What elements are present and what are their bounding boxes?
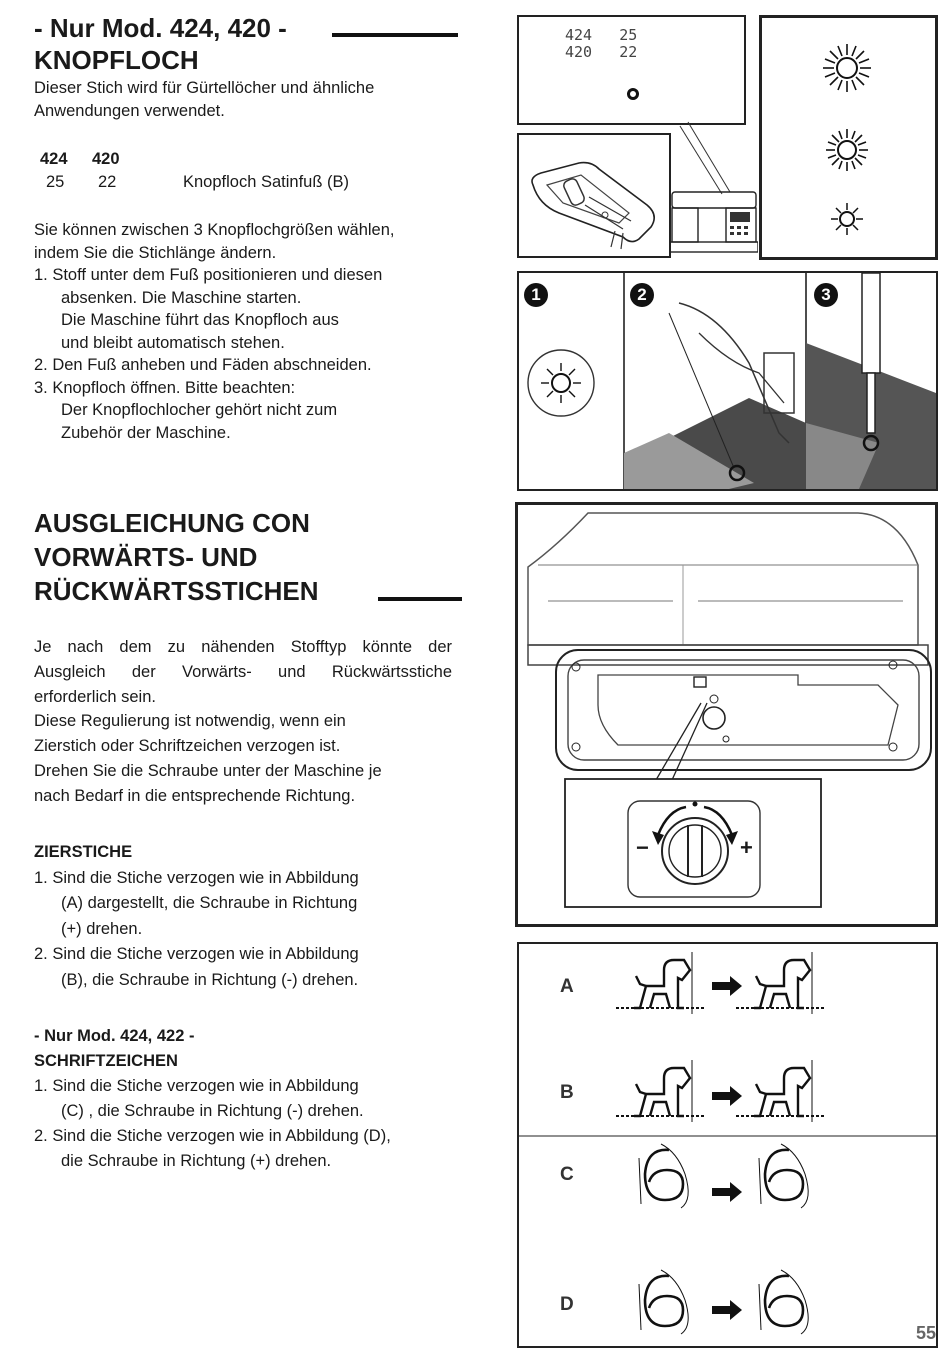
schrift-heading1: - Nur Mod. 424, 422 - <box>34 1027 195 1045</box>
body-line: Sie können zwischen 3 Knopflochgrößen wä… <box>34 221 395 239</box>
sewing-machine-icon <box>670 191 758 253</box>
body-line: 3. Knopfloch öffnen. Bitte beachten: <box>34 378 296 397</box>
ausgleichung-intro: Je nach dem zu nähenden Stofftyp könnte … <box>34 635 452 809</box>
section2-title-line: AUSGLEICHUNG CON <box>34 508 310 538</box>
intro2-line: nach Bedarf in die entsprechende Richtun… <box>34 786 356 805</box>
machine-underside-figure: − + <box>515 502 938 927</box>
knopfloch-body: Sie können zwischen 3 Knopflochgrößen wä… <box>34 219 464 444</box>
buttonhole-steps-figure: 1 2 3 <box>517 271 938 491</box>
machine-pointer-lines <box>679 121 731 195</box>
body-line: 2. Den Fuß anheben und Fäden abschneiden… <box>34 356 372 374</box>
intro2-line: Je nach dem zu nähenden Stofftyp könnte … <box>34 638 452 656</box>
dial-minus-label: − <box>636 835 649 860</box>
table-header-424: 424 <box>40 150 68 168</box>
table-cell-420: 22 <box>98 173 117 191</box>
title-rule-1 <box>332 33 458 37</box>
zier-line: (B), die Schraube in Richtung (-) drehen… <box>61 970 359 989</box>
stitch-label-c: C <box>560 1164 574 1185</box>
display-stitch-25: 25 <box>619 26 638 44</box>
intro2-line: Ausgleich der Vorwärts- und Rückwärtssti… <box>34 662 452 681</box>
intro2-line: Diese Regulierung ist notwendig, wenn ei… <box>34 712 346 731</box>
stitch-display-figure: 424 25 420 22 <box>517 15 746 125</box>
body-line: und bleibt automatisch stehen. <box>61 333 285 352</box>
knopfloch-intro: Dieser Stich wird für Gürtellöcher und ä… <box>34 77 464 122</box>
satin-foot-icon <box>531 161 655 250</box>
stitch-label-d: D <box>560 1294 574 1315</box>
section2-title-line: RÜCKWÄRTSSTICHEN <box>34 576 319 606</box>
title-rule-2 <box>378 597 462 601</box>
table-cell-foot: Knopfloch Satinfuß (B) <box>183 173 349 191</box>
intro-line: Anwendungen verwendet. <box>34 101 225 120</box>
stitch-table: 424 420 25 22 Knopfloch Satinfuß (B) <box>34 148 464 198</box>
stitch-label-b: B <box>560 1082 574 1103</box>
body-line: Der Knopflochlocher gehört nicht zum <box>61 401 338 419</box>
step-2-badge: 2 <box>630 283 654 307</box>
buttonhole-sizes-figure <box>759 15 938 260</box>
schrift-line: die Schraube in Richtung (+) drehen. <box>61 1152 332 1170</box>
presser-foot-figure <box>517 133 671 258</box>
sewing-machine-small <box>670 190 758 256</box>
display-model-424: 424 <box>565 26 593 44</box>
stitch-balance-illustration <box>519 950 936 1336</box>
table-cell-424: 25 <box>46 173 65 191</box>
zier-line: 1. Sind die Stiche verzogen wie in Abbil… <box>34 868 359 887</box>
zierstiche-heading: ZIERSTICHE <box>34 843 133 861</box>
schriftzeichen-block: - Nur Mod. 424, 422 - SCHRIFTZEICHEN 1. … <box>34 1024 464 1174</box>
dial-plus-label: + <box>740 835 753 860</box>
section-title-line2: KNOPFLOCH <box>34 45 199 75</box>
schrift-line: 2. Sind die Stiche verzogen wie in Abbil… <box>34 1127 391 1145</box>
stitch-balance-figure: A B C D <box>517 942 938 1348</box>
zierstiche-block: ZIERSTICHE 1. Sind die Stiche verzogen w… <box>34 840 464 993</box>
schrift-line: 1. Sind die Stiche verzogen wie in Abbil… <box>34 1077 359 1095</box>
section2-title-line: VORWÄRTS- UND <box>34 542 258 572</box>
section-ausgleichung: AUSGLEICHUNG CON VORWÄRTS- UND RÜCKWÄRTS… <box>34 506 464 608</box>
body-line: 1. Stoff unter dem Fuß positionieren und… <box>34 266 383 284</box>
intro2-line: Zierstich oder Schriftzeichen verzogen i… <box>34 737 341 756</box>
step-1-badge: 1 <box>524 283 548 307</box>
buttonhole-medium-icon <box>826 129 868 171</box>
buttonhole-large-icon <box>823 44 871 92</box>
section-title-line1: - Nur Mod. 424, 420 - <box>34 13 287 43</box>
section-knopfloch: - Nur Mod. 424, 420 - KNOPFLOCH <box>34 12 464 76</box>
machine-underside-illustration <box>527 512 932 908</box>
body-line: Zubehör der Maschine. <box>61 423 231 442</box>
schrift-line: (C) , die Schraube in Richtung (-) drehe… <box>61 1102 364 1120</box>
intro2-line: erforderlich sein. <box>34 687 156 706</box>
schrift-heading2: SCHRIFTZEICHEN <box>34 1052 178 1070</box>
display-readout: 424 25 420 22 <box>565 27 637 61</box>
steps-illustration <box>527 273 936 489</box>
display-stitch-22: 22 <box>619 43 638 61</box>
buttonhole-symbol-icon <box>627 88 639 100</box>
zier-line: (A) dargestellt, die Schraube in Richtun… <box>61 894 358 912</box>
body-line: Die Maschine führt das Knopfloch aus <box>61 311 339 329</box>
intro2-line: Drehen Sie die Schraube unter der Maschi… <box>34 761 382 780</box>
intro-line: Dieser Stich wird für Gürtellöcher und ä… <box>34 79 375 97</box>
body-line: absenken. Die Maschine starten. <box>61 288 302 307</box>
stitch-label-a: A <box>560 976 574 997</box>
page-number: 55 <box>915 1323 936 1343</box>
zier-line: (+) drehen. <box>61 919 143 938</box>
step-3-badge: 3 <box>814 283 838 307</box>
body-line: indem Sie die Stichlänge ändern. <box>34 243 277 262</box>
buttonhole-small-icon <box>831 203 863 235</box>
display-model-420: 420 <box>565 43 593 61</box>
table-header-420: 420 <box>92 150 120 168</box>
zier-line: 2. Sind die Stiche verzogen wie in Abbil… <box>34 945 359 963</box>
